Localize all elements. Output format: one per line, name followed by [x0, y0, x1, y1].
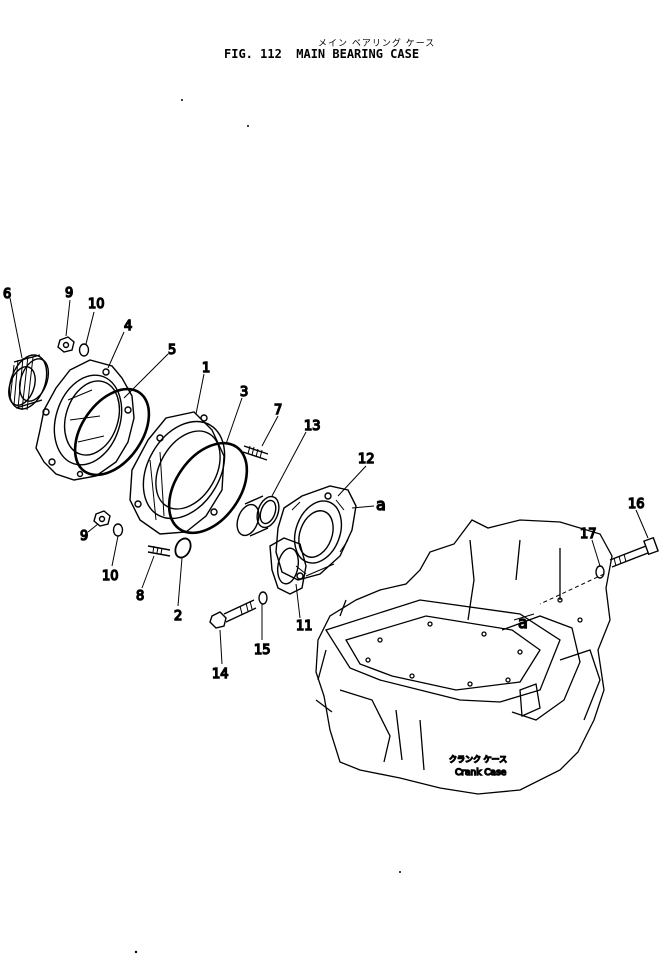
callout-10-upper: 10: [88, 297, 105, 312]
part-5-o-ring: [73, 387, 151, 477]
callout-13: 13: [304, 419, 321, 434]
figure-title-jp: メイン ベアリング ケース: [318, 39, 436, 49]
callout-10-lower: 10: [102, 569, 119, 584]
part-8-stud: [147, 545, 171, 557]
part-10-washer-upper: [78, 343, 90, 357]
part-7-stud: [242, 445, 269, 461]
part-17-washer: [595, 565, 605, 579]
callout-7: 7: [274, 403, 282, 418]
part-14-bolt: [209, 599, 257, 629]
reference-a-lower: a: [518, 613, 528, 632]
callout-4: 4: [124, 319, 132, 334]
part-2-small-o-ring: [174, 537, 192, 559]
crank-case-label-jp: クランク ケース: [449, 755, 507, 764]
reference-a-upper: a: [376, 495, 386, 514]
callout-16: 16: [628, 497, 645, 512]
callout-6: 6: [3, 287, 11, 302]
leader-lines: [9, 297, 649, 665]
part-15-washer: [258, 591, 268, 605]
part-9-nut-upper: [57, 336, 75, 353]
callout-1: 1: [202, 361, 210, 376]
figure-title: FIG. 112 MAIN BEARING CASE: [224, 47, 420, 61]
part-3-o-ring: [167, 441, 249, 535]
part-9-nut-lower: [93, 510, 111, 527]
callout-9-upper: 9: [65, 286, 73, 301]
part-12-bearing-cap: [275, 485, 357, 581]
callout-12: 12: [358, 452, 375, 467]
crank-case-label: Crank Case: [455, 768, 507, 778]
callout-5: 5: [168, 343, 176, 358]
callout-17: 17: [580, 527, 597, 542]
crank-case: [315, 519, 613, 795]
callout-14: 14: [212, 667, 229, 682]
part-4-cover: [35, 359, 135, 481]
part-13-bushing: [236, 495, 280, 537]
part-11-bearing-half: [269, 537, 307, 595]
callout-15: 15: [254, 643, 271, 658]
callout-3: 3: [240, 385, 248, 400]
part-1-bearing-case: [129, 411, 226, 535]
callout-8: 8: [136, 589, 144, 604]
callout-9-lower: 9: [80, 529, 88, 544]
callout-11: 11: [296, 619, 313, 634]
part-16-bolt: [609, 536, 659, 568]
part-6-bearing: [8, 354, 50, 411]
callout-2: 2: [174, 609, 182, 624]
scan-specks: [134, 99, 401, 954]
part-10-washer-lower: [112, 523, 124, 537]
